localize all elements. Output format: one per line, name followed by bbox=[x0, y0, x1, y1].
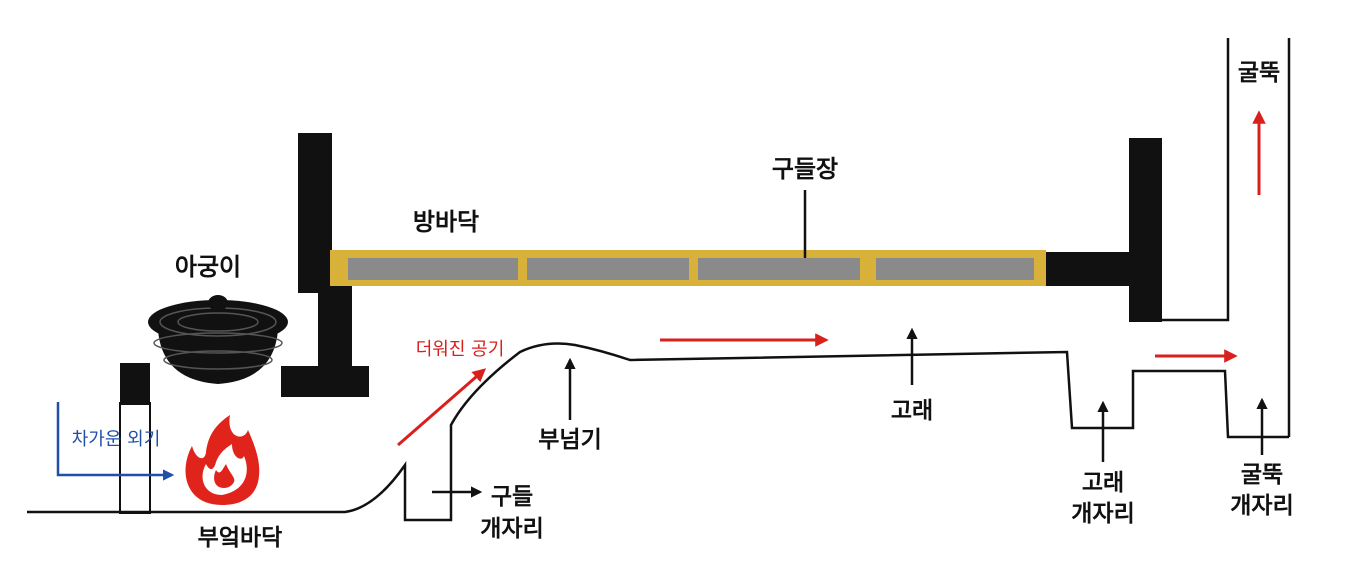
chimney bbox=[1162, 38, 1291, 437]
label-chimney-gaejari-line1: 굴뚝 bbox=[1241, 462, 1283, 488]
label-gorae-gaejari-line1: 고래 bbox=[1082, 470, 1124, 496]
cauldron-icon bbox=[148, 295, 288, 384]
label-gorae-gaejari-line2: 개자리 bbox=[1071, 501, 1134, 527]
furnace-post bbox=[119, 402, 151, 514]
label-gorae: 고래 bbox=[891, 398, 933, 424]
fire-icon bbox=[185, 415, 260, 505]
label-chimney-gaejari-line2: 개자리 bbox=[1230, 493, 1293, 519]
floor-stone-3 bbox=[698, 258, 860, 280]
label-hot-air: 더워진 공기 bbox=[416, 339, 505, 360]
label-boonumgi: 부넘기 bbox=[538, 427, 601, 453]
hot-air-arrow bbox=[397, 368, 487, 447]
flue-line bbox=[27, 342, 1289, 522]
structure bbox=[281, 133, 1162, 397]
furnace-post-black bbox=[120, 363, 150, 405]
label-chimney: 굴뚝 bbox=[1238, 60, 1280, 86]
labels: 구들장 방바닥 아궁이 더워진 공기 차가운 외기 부넘기 고래 구들 개자리 … bbox=[72, 60, 1294, 551]
furnace bbox=[119, 295, 288, 514]
label-room-floor: 방바닥 bbox=[413, 208, 479, 236]
right-floor-block bbox=[1044, 252, 1134, 286]
right-wall bbox=[1129, 138, 1162, 322]
chimney-left-wall bbox=[1162, 38, 1230, 322]
floor-stone-2 bbox=[527, 258, 689, 280]
cold-air-arrow bbox=[56, 402, 175, 481]
left-wall-lower bbox=[318, 282, 352, 372]
label-gudeul-gaejari-line1: 구들 bbox=[491, 484, 533, 510]
label-furnace-floor: 부엌바닥 bbox=[198, 525, 283, 551]
floor-stone-4 bbox=[876, 258, 1034, 280]
label-gudeuljang: 구들장 bbox=[772, 155, 838, 183]
left-wall bbox=[298, 133, 332, 293]
floor-stone-1 bbox=[348, 258, 518, 280]
arrows bbox=[56, 110, 1268, 498]
label-cold-air: 차가운 외기 bbox=[72, 429, 161, 450]
left-wall-base bbox=[281, 366, 369, 397]
label-gudeul-gaejari-line2: 개자리 bbox=[480, 516, 543, 542]
room-floor bbox=[330, 250, 1046, 286]
label-firebox: 아궁이 bbox=[175, 253, 241, 281]
